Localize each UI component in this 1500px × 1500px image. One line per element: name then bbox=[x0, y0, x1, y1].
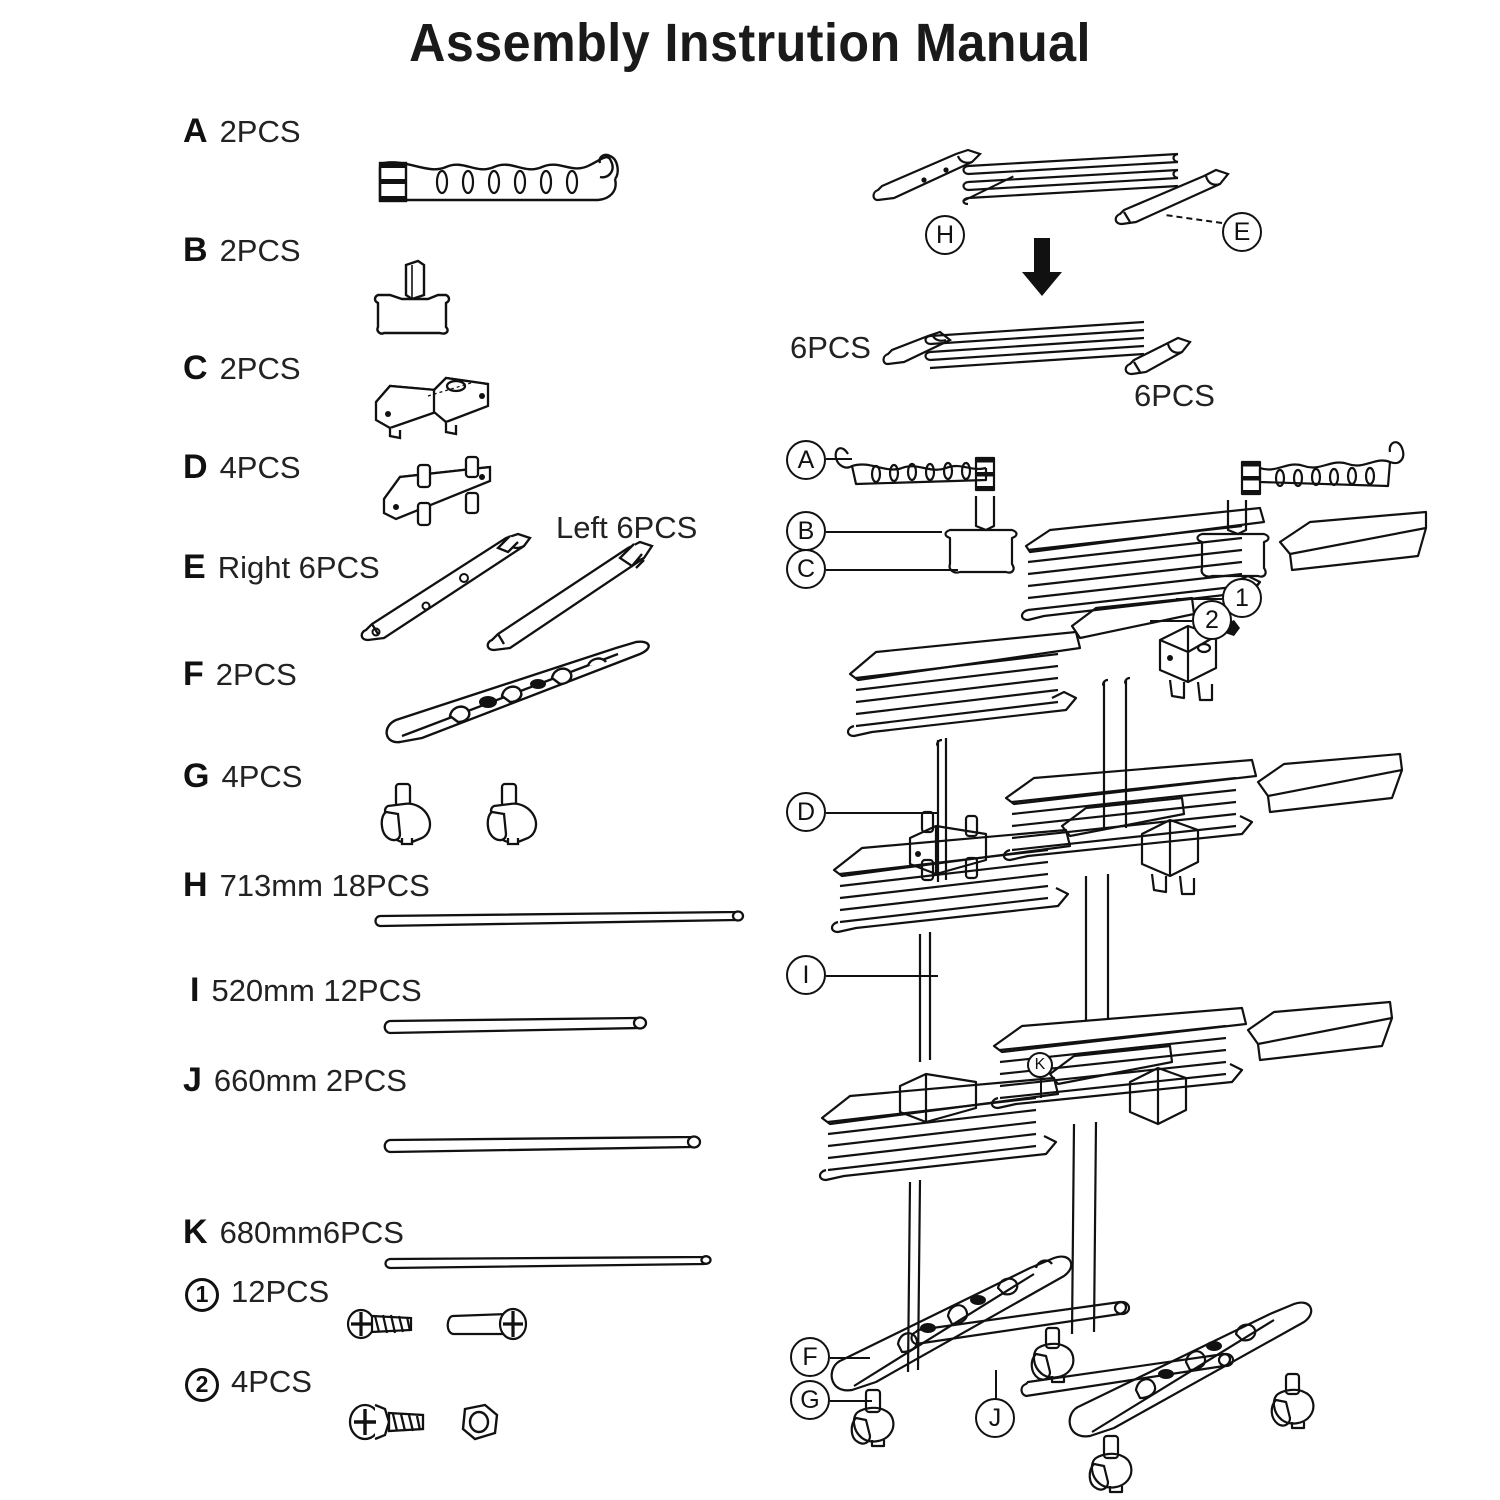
callout-screw-1-leader bbox=[1176, 598, 1222, 600]
callout-screw-1: 1 bbox=[1222, 578, 1262, 618]
part-letter-g: G bbox=[183, 757, 210, 795]
callout-k: K bbox=[1027, 1052, 1053, 1078]
callout-e-label: E bbox=[1233, 217, 1251, 246]
callout-k-label: K bbox=[1034, 1056, 1046, 1073]
part-qty-j: 660mm 2PCS bbox=[213, 1063, 407, 1098]
callout-k-leader bbox=[1040, 1078, 1042, 1098]
callout-c-label: C bbox=[796, 554, 816, 583]
part-row-b: B 2PCS bbox=[183, 231, 301, 270]
callout-screw-1-label: 1 bbox=[1235, 583, 1249, 612]
callout-c: C bbox=[786, 549, 826, 589]
hardware-row-1: 1 12PCS bbox=[185, 1274, 329, 1312]
callout-bolt-2: 2 bbox=[1192, 600, 1232, 640]
part-row-a: A 2PCS bbox=[183, 112, 301, 151]
phillips-screw-icon bbox=[345, 1302, 545, 1352]
callout-i-leader bbox=[826, 975, 938, 977]
callout-b-label: B bbox=[797, 516, 815, 545]
callout-bolt-2-label: 2 bbox=[1205, 605, 1219, 634]
part-row-k: K 680mm6PCS bbox=[183, 1213, 404, 1252]
cross-connector-icon bbox=[378, 455, 508, 533]
callout-c-leader bbox=[826, 569, 958, 571]
hardware-qty-2: 4PCS bbox=[231, 1364, 312, 1399]
callout-a-leader bbox=[826, 458, 852, 460]
shelf-qty-left: 6PCS bbox=[790, 330, 871, 365]
part-letter-b: B bbox=[183, 231, 208, 269]
down-arrow-icon bbox=[1020, 238, 1064, 298]
part-row-e: E Right 6PCS bbox=[183, 548, 380, 587]
end-cap-block-icon bbox=[368, 255, 478, 340]
page-title: Assembly Instrution Manual bbox=[409, 13, 1091, 73]
callout-g: G bbox=[790, 1380, 830, 1420]
callout-j-leader bbox=[995, 1370, 997, 1400]
part-e-left-note: Left 6PCS bbox=[556, 510, 698, 545]
callout-j: J bbox=[975, 1398, 1015, 1438]
callout-g-leader bbox=[830, 1400, 872, 1402]
part-letter-e: E bbox=[183, 548, 206, 586]
part-qty-a: 2PCS bbox=[219, 114, 301, 149]
callout-b: B bbox=[786, 511, 826, 551]
caster-wheel-icon bbox=[378, 782, 558, 852]
part-letter-f: F bbox=[183, 655, 204, 693]
part-letter-a: A bbox=[183, 112, 208, 150]
callout-a: A bbox=[786, 440, 826, 480]
part-qty-b: 2PCS bbox=[219, 233, 301, 268]
part-qty-c: 2PCS bbox=[219, 351, 301, 386]
callout-f-leader bbox=[830, 1357, 870, 1359]
callout-j-label: J bbox=[988, 1403, 1002, 1432]
part-row-j: J 660mm 2PCS bbox=[183, 1061, 407, 1100]
double-connector-icon bbox=[368, 370, 508, 440]
callout-e: E bbox=[1222, 212, 1262, 252]
part-letter-i: I bbox=[190, 971, 200, 1009]
hardware-number-1: 1 bbox=[185, 1277, 219, 1312]
part-qty-h: 713mm 18PCS bbox=[219, 868, 430, 903]
rod-680-icon bbox=[382, 1252, 722, 1272]
callout-i-label: I bbox=[802, 960, 810, 989]
hex-bolt-and-nut-icon bbox=[345, 1395, 545, 1453]
callout-d-label: D bbox=[796, 797, 816, 826]
part-row-g: G 4PCS bbox=[183, 757, 302, 796]
shelf-qty-right: 6PCS bbox=[1134, 378, 1215, 413]
callout-f: F bbox=[790, 1337, 830, 1377]
part-letter-c: C bbox=[183, 349, 208, 387]
part-letter-k: K bbox=[183, 1213, 208, 1251]
part-qty-g: 4PCS bbox=[221, 759, 303, 794]
side-arm-right-icon bbox=[358, 530, 538, 645]
part-qty-f: 2PCS bbox=[215, 657, 297, 692]
part-qty-i: 520mm 12PCS bbox=[211, 973, 422, 1008]
hardware-qty-1: 12PCS bbox=[231, 1274, 330, 1309]
part-qty-e: Right 6PCS bbox=[217, 550, 380, 585]
part-qty-d: 4PCS bbox=[219, 450, 301, 485]
part-row-h: H 713mm 18PCS bbox=[183, 866, 430, 905]
callout-f-label: F bbox=[802, 1342, 818, 1371]
callout-b-leader bbox=[826, 531, 942, 533]
callout-h-label: H bbox=[935, 220, 955, 249]
base-beam-icon bbox=[382, 640, 662, 750]
rod-520-icon bbox=[382, 1013, 657, 1037]
part-row-f: F 2PCS bbox=[183, 655, 297, 694]
part-letter-h: H bbox=[183, 866, 208, 904]
rod-660-icon bbox=[382, 1132, 712, 1156]
callout-e-leader bbox=[1166, 214, 1223, 224]
part-row-d: D 4PCS bbox=[183, 448, 301, 487]
callout-a-label: A bbox=[797, 445, 815, 474]
part-row-c: C 2PCS bbox=[183, 349, 301, 388]
hardware-number-2: 2 bbox=[185, 1367, 219, 1402]
hardware-row-2: 2 4PCS bbox=[185, 1364, 312, 1402]
callout-d: D bbox=[786, 792, 826, 832]
rod-713-icon bbox=[372, 908, 752, 930]
callout-g-label: G bbox=[800, 1385, 820, 1414]
callout-h: H bbox=[925, 215, 965, 255]
callout-d-leader bbox=[826, 812, 938, 814]
part-letter-j: J bbox=[183, 1061, 202, 1099]
callout-bolt-2-leader bbox=[1150, 620, 1192, 622]
callout-i: I bbox=[786, 955, 826, 995]
part-row-i: I 520mm 12PCS bbox=[190, 971, 422, 1010]
side-arm-left-icon bbox=[484, 540, 664, 655]
exploded-rack-assembly-art bbox=[790, 430, 1490, 1494]
hanger-bar-icon bbox=[368, 145, 638, 220]
part-letter-d: D bbox=[183, 448, 208, 486]
part-qty-k: 680mm6PCS bbox=[219, 1215, 404, 1250]
callout-h-leader bbox=[962, 175, 1014, 202]
